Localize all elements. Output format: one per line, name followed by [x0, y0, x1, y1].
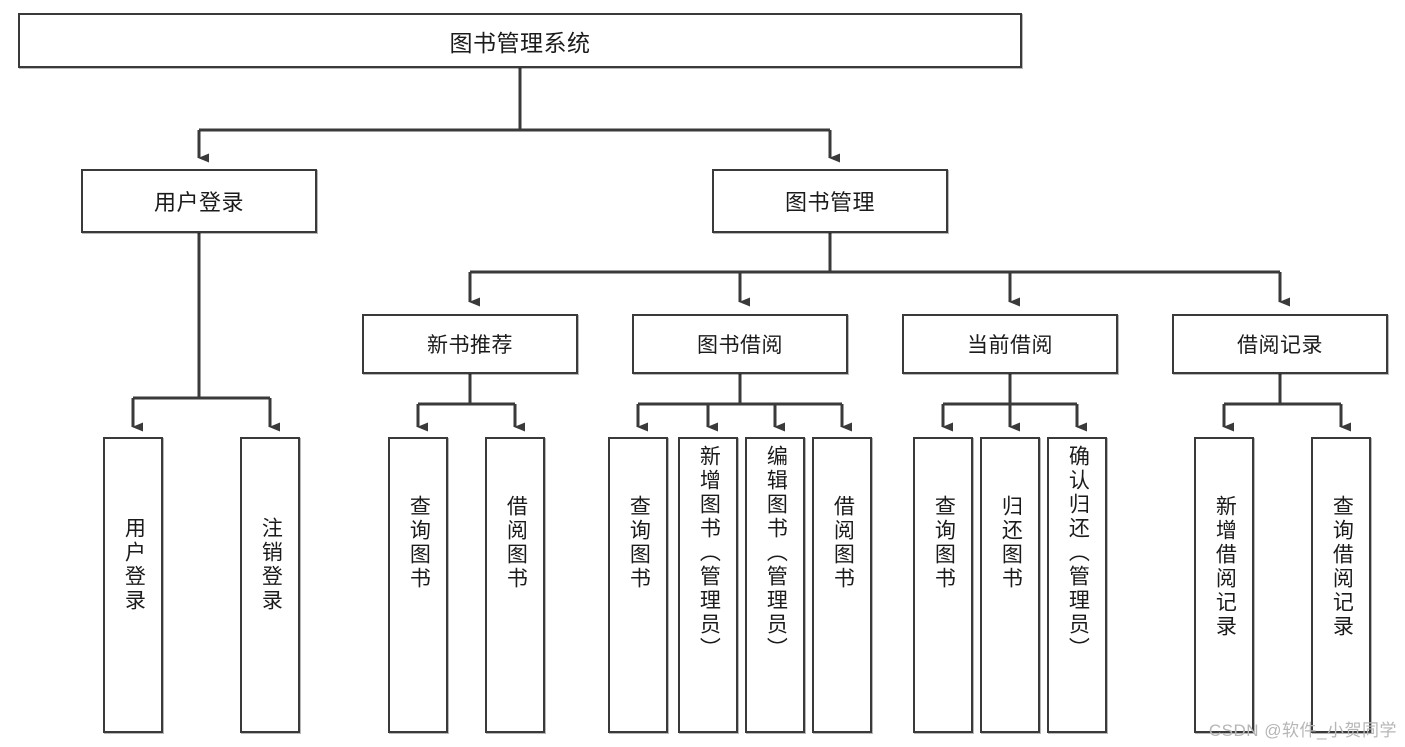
node-label: 新增图书（管理员）: [697, 445, 721, 661]
node-label: 注销登录: [259, 517, 283, 613]
leaf-add-book-admin[interactable]: 新增图书（管理员）: [678, 437, 738, 733]
node-user-login[interactable]: 用户登录: [81, 169, 317, 233]
node-label: 用户登录: [122, 517, 146, 613]
node-label: 确认归还（管理员）: [1066, 445, 1090, 661]
node-label: 归还图书: [999, 495, 1023, 591]
node-label: 编辑图书（管理员）: [764, 445, 788, 661]
leaf-query-book-borrow[interactable]: 查询图书: [608, 437, 668, 733]
node-current-borrow[interactable]: 当前借阅: [902, 314, 1118, 374]
node-label: 查询图书: [407, 495, 431, 591]
leaf-user-login[interactable]: 用户登录: [103, 437, 163, 733]
node-new-book-recommend[interactable]: 新书推荐: [362, 314, 578, 374]
leaf-add-borrow-record[interactable]: 新增借阅记录: [1194, 437, 1254, 733]
node-label: 用户登录: [153, 190, 244, 215]
leaf-edit-book-admin[interactable]: 编辑图书（管理员）: [745, 437, 805, 733]
node-root-book-management-system[interactable]: 图书管理系统: [18, 13, 1022, 68]
leaf-return-book[interactable]: 归还图书: [980, 437, 1040, 733]
node-label: 新书推荐: [427, 334, 513, 357]
leaf-query-book-new-recommend[interactable]: 查询图书: [388, 437, 448, 733]
node-book-manage[interactable]: 图书管理: [712, 169, 948, 233]
node-label: 借阅图书: [831, 495, 855, 591]
node-label: 图书管理系统: [449, 29, 591, 56]
leaf-confirm-return-admin[interactable]: 确认归还（管理员）: [1047, 437, 1107, 733]
leaf-logout-login[interactable]: 注销登录: [240, 437, 300, 733]
node-borrow-record[interactable]: 借阅记录: [1172, 314, 1388, 374]
node-book-borrow[interactable]: 图书借阅: [632, 314, 848, 374]
leaf-query-borrow-record[interactable]: 查询借阅记录: [1311, 437, 1371, 733]
node-label: 图书管理: [784, 190, 875, 215]
node-label: 当前借阅: [967, 334, 1053, 357]
node-label: 图书借阅: [697, 334, 783, 357]
node-label: 借阅图书: [504, 495, 528, 591]
node-label: 查询借阅记录: [1330, 495, 1354, 639]
leaf-borrow-book-new-recommend[interactable]: 借阅图书: [485, 437, 545, 733]
node-label: 查询图书: [932, 495, 956, 591]
csdn-watermark: CSDN @软件_小贺同学: [1208, 721, 1397, 740]
node-label: 查询图书: [627, 495, 651, 591]
leaf-query-book-current[interactable]: 查询图书: [913, 437, 973, 733]
node-label: 新增借阅记录: [1213, 495, 1237, 639]
leaf-borrow-book-borrow[interactable]: 借阅图书: [812, 437, 872, 733]
node-label: 借阅记录: [1237, 334, 1323, 357]
